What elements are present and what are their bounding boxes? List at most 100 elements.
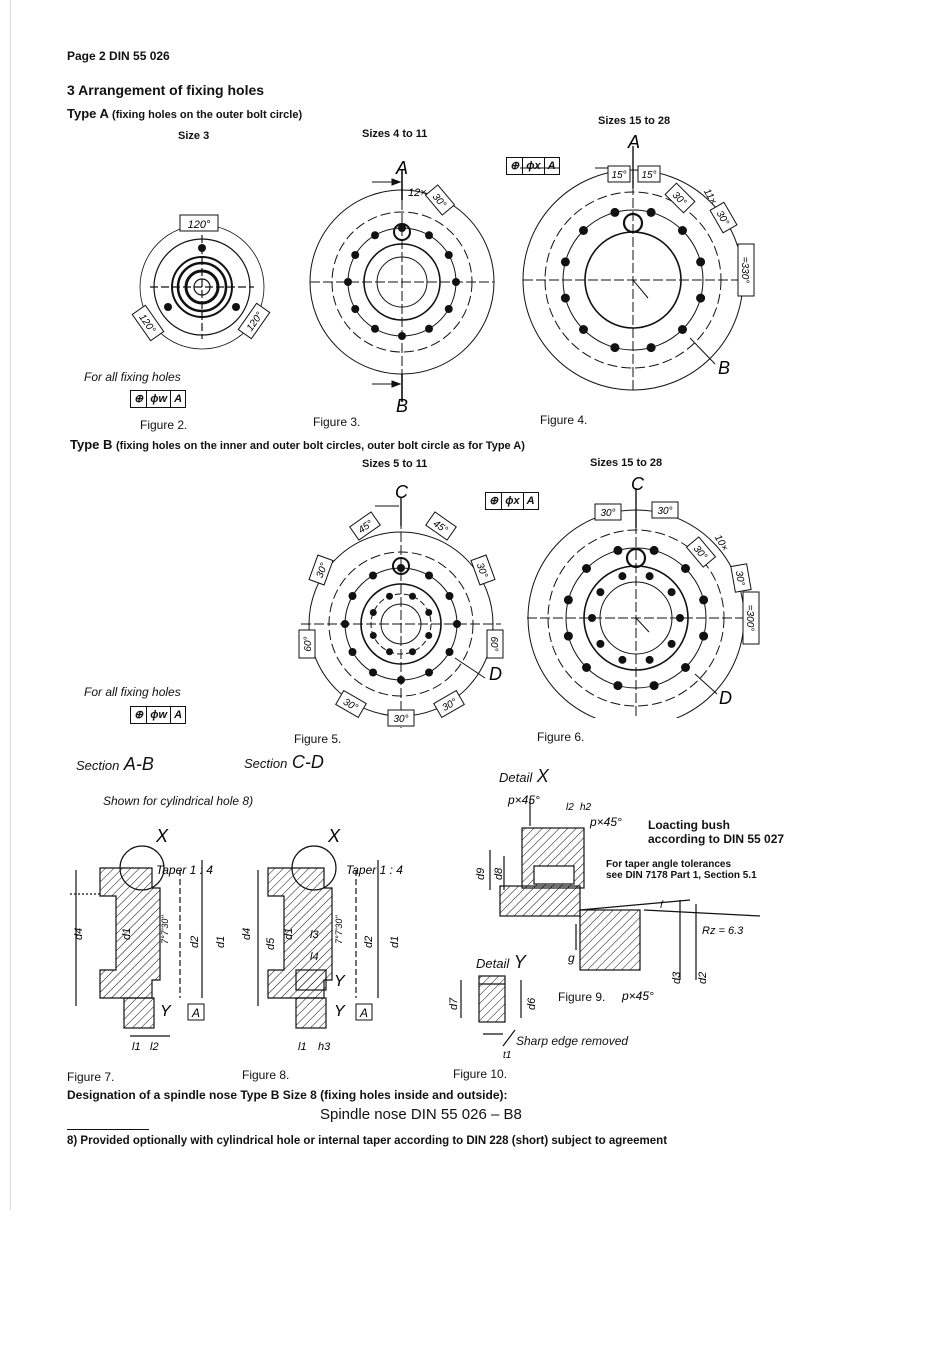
tolerance-value: ϕx xyxy=(523,158,545,174)
angle-label: 30° xyxy=(315,562,331,580)
section-letter-b: B xyxy=(396,396,408,412)
dim-h3: h3 xyxy=(318,1041,331,1053)
page-margin-rule xyxy=(10,0,11,1210)
fixing-hole xyxy=(646,207,656,217)
fixing-hole xyxy=(610,207,620,217)
dim-l3: l3 xyxy=(310,929,319,941)
fixing-hole xyxy=(369,668,377,677)
dim-t1: t1 xyxy=(503,1050,511,1061)
dim-d6: d6 xyxy=(526,997,538,1010)
dim-h2: h2 xyxy=(580,802,592,813)
fixing-hole xyxy=(613,545,623,555)
fixing-hole xyxy=(582,564,592,574)
fixing-hole xyxy=(696,257,706,267)
figure-2-caption: Figure 2. xyxy=(140,418,188,432)
fixing-hole xyxy=(649,545,659,555)
fixing-hole xyxy=(560,257,570,267)
position-symbol: ⊕ xyxy=(486,493,503,509)
figure-3-caption: Figure 3. xyxy=(313,415,361,429)
datum-a: A xyxy=(191,1006,200,1020)
taper-tol-line2: see DIN 7178 Part 1, Section 5.1 xyxy=(606,870,757,881)
dim-d4: d4 xyxy=(241,928,253,940)
for-all-fixing-holes-2: For all fixing holes xyxy=(84,685,181,699)
inner-fixing-hole xyxy=(425,631,433,639)
section-cd-title: Section C-D xyxy=(244,752,324,773)
inner-fixing-hole xyxy=(588,614,596,622)
section-letter-c: C xyxy=(631,474,645,494)
figure-10-caption: Figure 10. xyxy=(453,1067,508,1081)
dim-d5: d5 xyxy=(265,937,277,950)
section-letters: A-B xyxy=(123,754,154,774)
type-b-desc: (fixing holes on the inner and outer bol… xyxy=(116,440,525,452)
fixing-hole xyxy=(452,278,460,286)
detail-marker-y: Y xyxy=(334,1003,346,1020)
inner-fixing-hole xyxy=(676,614,684,622)
detail-y-title: Detail Y xyxy=(476,952,526,973)
fixing-hole xyxy=(444,305,453,313)
dim-d1: d1 xyxy=(283,928,295,940)
fixing-hole xyxy=(680,662,690,672)
fixing-hole xyxy=(425,571,433,580)
hole-count-label: 10× xyxy=(712,533,730,553)
inner-fixing-hole xyxy=(645,655,654,664)
dim-f: f xyxy=(660,900,664,911)
section-ab-title: Section A-B xyxy=(76,754,154,775)
fixing-hole xyxy=(563,595,573,605)
detail-marker-y: Y xyxy=(160,1003,172,1020)
inner-fixing-hole xyxy=(618,572,627,581)
detail-marker-x: X xyxy=(155,826,169,846)
figure-3-drawing: A B 12× 30° xyxy=(309,158,495,412)
type-b-heading: Type B (fixing holes on the inner and ou… xyxy=(70,437,525,452)
figure-9-caption: Figure 9. xyxy=(558,990,606,1004)
figure-2-drawing: 120° 120° 120° xyxy=(131,214,271,350)
fixing-hole xyxy=(351,251,360,259)
dim-d2: d2 xyxy=(189,936,201,948)
position-symbol: ⊕ xyxy=(507,158,524,174)
size-3-label: Size 3 xyxy=(178,130,210,142)
fixing-hole xyxy=(563,631,573,641)
detail-word: Detail xyxy=(476,956,510,971)
fixing-hole xyxy=(348,592,357,600)
angle-label: 30° xyxy=(657,506,672,517)
figure-4-caption: Figure 4. xyxy=(540,413,588,427)
angle-label: 30° xyxy=(474,562,490,580)
figure-5-caption: Figure 5. xyxy=(294,732,342,746)
fixing-hole xyxy=(579,226,589,236)
fixing-hole xyxy=(453,620,461,628)
section-word: Section xyxy=(76,758,120,773)
dim-g: g xyxy=(568,951,575,965)
section-letter-d: D xyxy=(489,664,502,684)
type-a-desc: (fixing holes on the outer bolt circle) xyxy=(112,109,303,121)
section-letters: C-D xyxy=(291,752,324,772)
fixing-hole xyxy=(444,251,453,259)
taper-angle: 7°7'30" xyxy=(160,915,170,944)
inner-fixing-hole xyxy=(667,639,676,648)
footnote: 8) Provided optionally with cylindrical … xyxy=(67,1135,668,1147)
figure-7-drawing: Taper 1 : 4 X Y A d4 d1 7°7'30" d2 d1 l1… xyxy=(70,826,227,1053)
dim-d2: d2 xyxy=(363,936,375,948)
shown-for-note: Shown for cylindrical hole 8) xyxy=(103,794,254,808)
fixing-hole xyxy=(398,224,406,232)
angle-label: 30° xyxy=(600,508,615,519)
hole-count-label: 12× xyxy=(408,187,427,199)
inner-fixing-hole xyxy=(425,609,433,617)
fixing-hole xyxy=(582,662,592,672)
type-b-label: Type B xyxy=(70,437,113,452)
section-letter-d: D xyxy=(719,688,732,708)
fixing-hole xyxy=(425,668,433,677)
detail-x-title: Detail X xyxy=(499,766,549,787)
angle-label: 60° xyxy=(303,636,314,651)
sizes-15-28-b-label: Sizes 15 to 28 xyxy=(590,457,663,469)
angle-label: 15° xyxy=(641,170,656,181)
datum-ref: A xyxy=(547,160,556,172)
taper-label: Taper 1 : 4 xyxy=(156,863,213,877)
fixing-hole xyxy=(646,343,656,353)
dim-d3: d3 xyxy=(671,971,683,984)
fixing-hole xyxy=(348,648,357,656)
detail-marker-y: Y xyxy=(334,973,346,990)
sizes-4-11-label: Sizes 4 to 11 xyxy=(362,128,428,140)
figure-7-caption: Figure 7. xyxy=(67,1070,115,1084)
fixing-hole xyxy=(397,564,405,572)
